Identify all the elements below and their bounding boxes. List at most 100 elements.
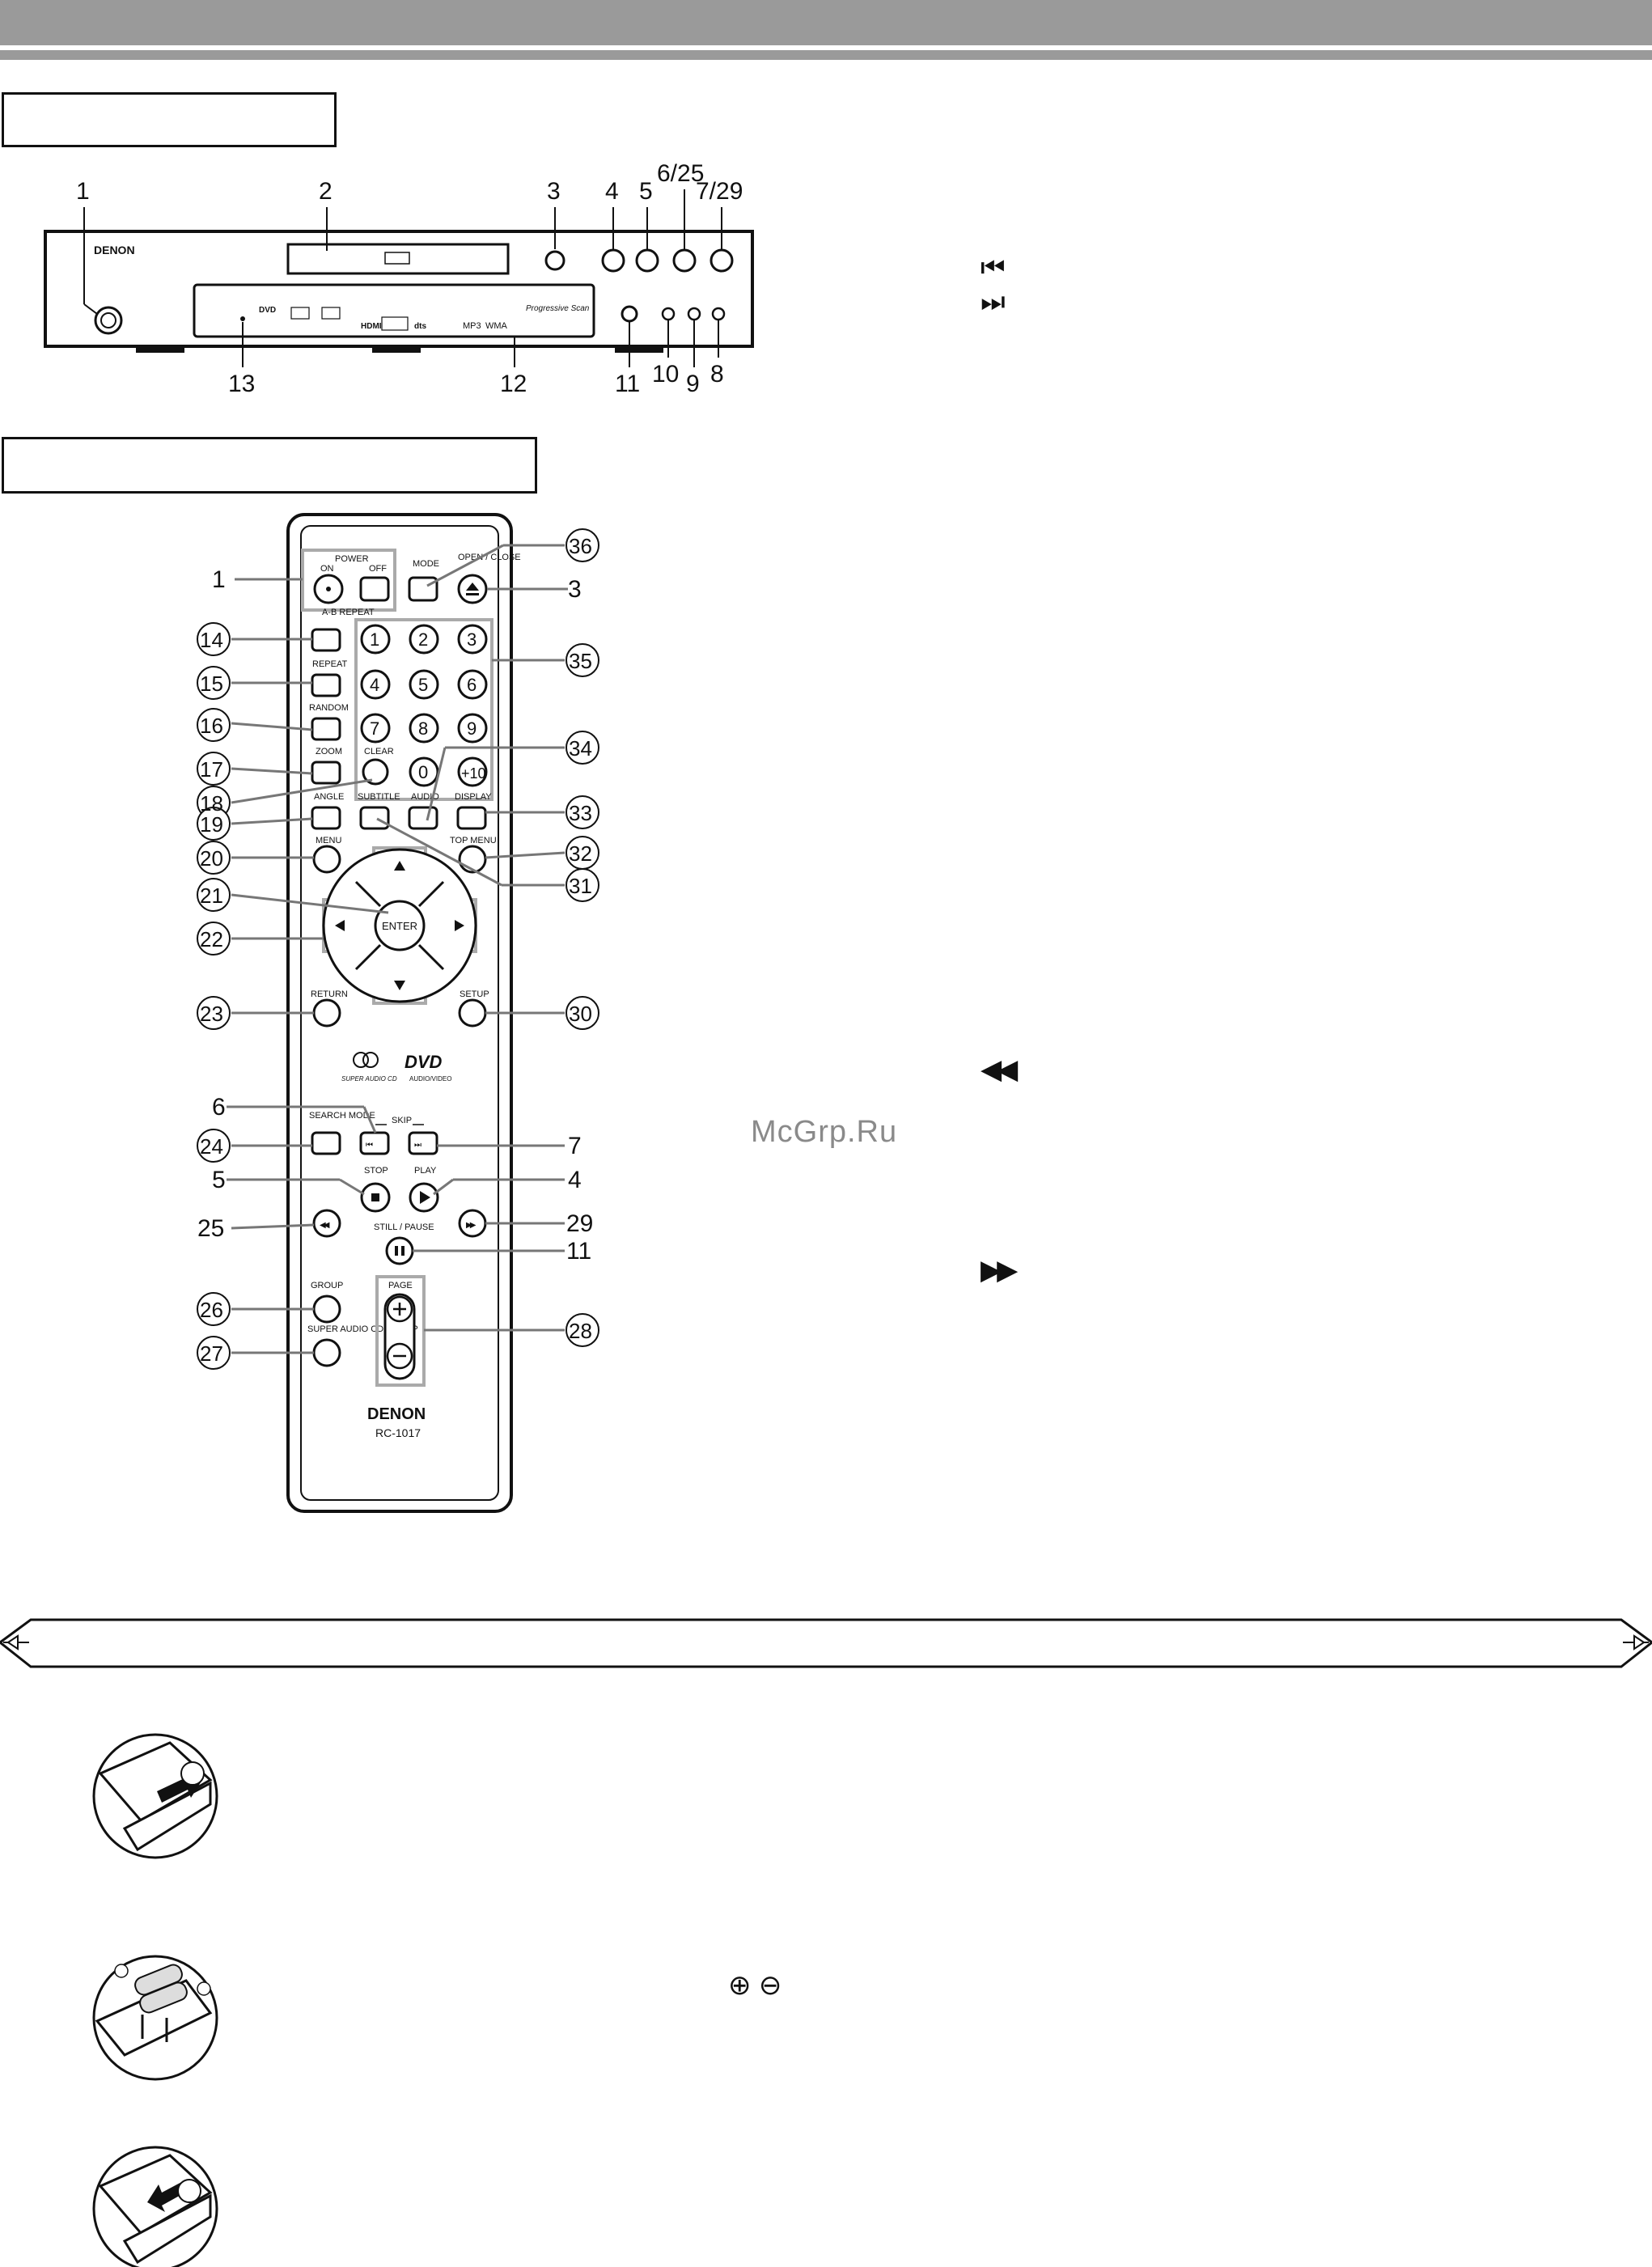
setup-button[interactable]	[458, 998, 487, 1028]
remote-callout: 23	[200, 1002, 223, 1026]
remote-callout: 33	[569, 801, 592, 825]
search-mode-label: SEARCH MODE	[309, 1111, 375, 1121]
front-callout: 6/25	[657, 160, 704, 187]
zoom-label: ZOOM	[316, 747, 342, 756]
power-off-button[interactable]	[359, 576, 390, 602]
stop-label: STOP	[364, 1166, 388, 1176]
menu-button[interactable]	[312, 845, 341, 874]
remote-callout: 18	[200, 791, 223, 816]
remote-callout: 34	[569, 736, 592, 761]
remote-callout: 3	[568, 576, 582, 603]
skip-forward-button[interactable]	[408, 1131, 438, 1155]
remote-callout: 7	[568, 1133, 582, 1159]
subtitle-button[interactable]	[359, 806, 390, 830]
digit-label: 2	[418, 629, 428, 650]
still-pause-remote-button[interactable]	[385, 1236, 414, 1265]
front-callout: 7/29	[696, 178, 743, 205]
ab-repeat-button[interactable]	[311, 628, 341, 652]
group-label: GROUP	[311, 1281, 343, 1290]
down-arrow-button[interactable]	[394, 981, 405, 990]
remote-diagram: POWER ON OFF MODE OPEN / CLOSE A-B REPEA…	[197, 513, 599, 1513]
remote-callout: 32	[569, 841, 592, 866]
remote-callout: 11	[566, 1238, 591, 1265]
digit-label: 9	[467, 718, 477, 739]
top-header-rule	[0, 50, 1652, 60]
repeat-button[interactable]	[311, 673, 341, 697]
digit-4-button[interactable]	[360, 669, 391, 700]
remote-callout: 25	[197, 1215, 224, 1242]
repeat-label: REPEAT	[312, 659, 347, 669]
display-button[interactable]	[456, 806, 487, 830]
digit-7-button[interactable]	[360, 713, 391, 744]
remote-title-box	[2, 437, 537, 494]
digit-6-button[interactable]	[457, 669, 488, 700]
still-pause-button[interactable]	[621, 305, 638, 323]
fast-forward-icon: ▶▶	[981, 1255, 1018, 1286]
skip-next-button[interactable]	[710, 248, 734, 273]
section-divider-banner	[0, 1618, 1652, 1668]
rewind-button[interactable]	[312, 1209, 341, 1238]
rewind-button-icon: ◀◀	[320, 1221, 330, 1230]
display-label: DISPLAY	[455, 792, 492, 802]
menu-label: MENU	[316, 836, 341, 845]
angle-label: ANGLE	[314, 792, 344, 802]
audio-button[interactable]	[408, 806, 438, 830]
front-callout: 1	[76, 178, 90, 205]
dimmer-button[interactable]	[711, 307, 726, 321]
remote-callout: 15	[200, 672, 223, 696]
dvd-tray-logo	[384, 252, 410, 265]
fast-forward-button-icon: ▶▶	[466, 1221, 477, 1230]
digit-1-button[interactable]	[360, 624, 391, 655]
digit-label: 5	[418, 675, 428, 695]
right-arrow-button[interactable]	[455, 920, 464, 931]
digit-5-button[interactable]	[409, 669, 439, 700]
audio-label: AUDIO	[411, 792, 439, 802]
digit-2-button[interactable]	[409, 624, 439, 655]
front-callout: 10	[652, 361, 679, 388]
clear-button[interactable]	[362, 758, 389, 786]
digit-label: 4	[370, 675, 379, 695]
zoom-button[interactable]	[311, 761, 341, 785]
power-label: POWER	[335, 554, 369, 564]
mode-button[interactable]	[408, 576, 438, 602]
front-logo-mp3: MP3	[463, 321, 481, 331]
return-button[interactable]	[312, 998, 341, 1028]
open-close-button[interactable]	[544, 250, 565, 271]
page-label: PAGE	[388, 1281, 413, 1290]
display-window	[193, 283, 595, 338]
digit-8-button[interactable]	[409, 713, 439, 744]
up-arrow-button[interactable]	[394, 861, 405, 871]
play-button[interactable]	[601, 248, 625, 273]
front-callout: 12	[500, 371, 527, 397]
off-label: OFF	[369, 564, 387, 574]
skip-prev-button[interactable]	[672, 248, 697, 273]
remote-callout: 20	[200, 846, 223, 871]
front-callout: 3	[547, 178, 561, 205]
random-button[interactable]	[311, 717, 341, 741]
remote-callout: 17	[200, 757, 223, 782]
hdmi-button[interactable]	[661, 307, 676, 321]
skip-next-icon: ⏭	[981, 286, 1006, 317]
plus-10-button[interactable]	[457, 756, 488, 787]
front-logo-dts: dts	[414, 322, 426, 331]
digit-label: 6	[467, 675, 477, 695]
angle-button[interactable]	[311, 806, 341, 830]
search-mode-button[interactable]	[311, 1131, 341, 1155]
pure-direct-button[interactable]	[687, 307, 701, 321]
digit-3-button[interactable]	[457, 624, 488, 655]
sacd-setup-button[interactable]	[312, 1338, 341, 1367]
left-arrow-button[interactable]	[335, 920, 345, 931]
digit-9-button[interactable]	[457, 713, 488, 744]
front-progressive-text: Progressive Scan	[526, 304, 590, 313]
remote-callout: 19	[200, 812, 223, 837]
group-button[interactable]	[312, 1295, 341, 1324]
remote-callout: 29	[566, 1210, 593, 1237]
standby-indicator	[240, 316, 245, 321]
digit-label: +10	[461, 765, 486, 782]
remote-callout: 16	[200, 714, 223, 738]
random-label: RANDOM	[309, 703, 349, 713]
digit-0-button[interactable]	[409, 756, 439, 787]
skip-prev-icon: ⏮	[981, 252, 1006, 283]
front-callout: 4	[605, 178, 619, 205]
stop-button[interactable]	[635, 248, 659, 273]
